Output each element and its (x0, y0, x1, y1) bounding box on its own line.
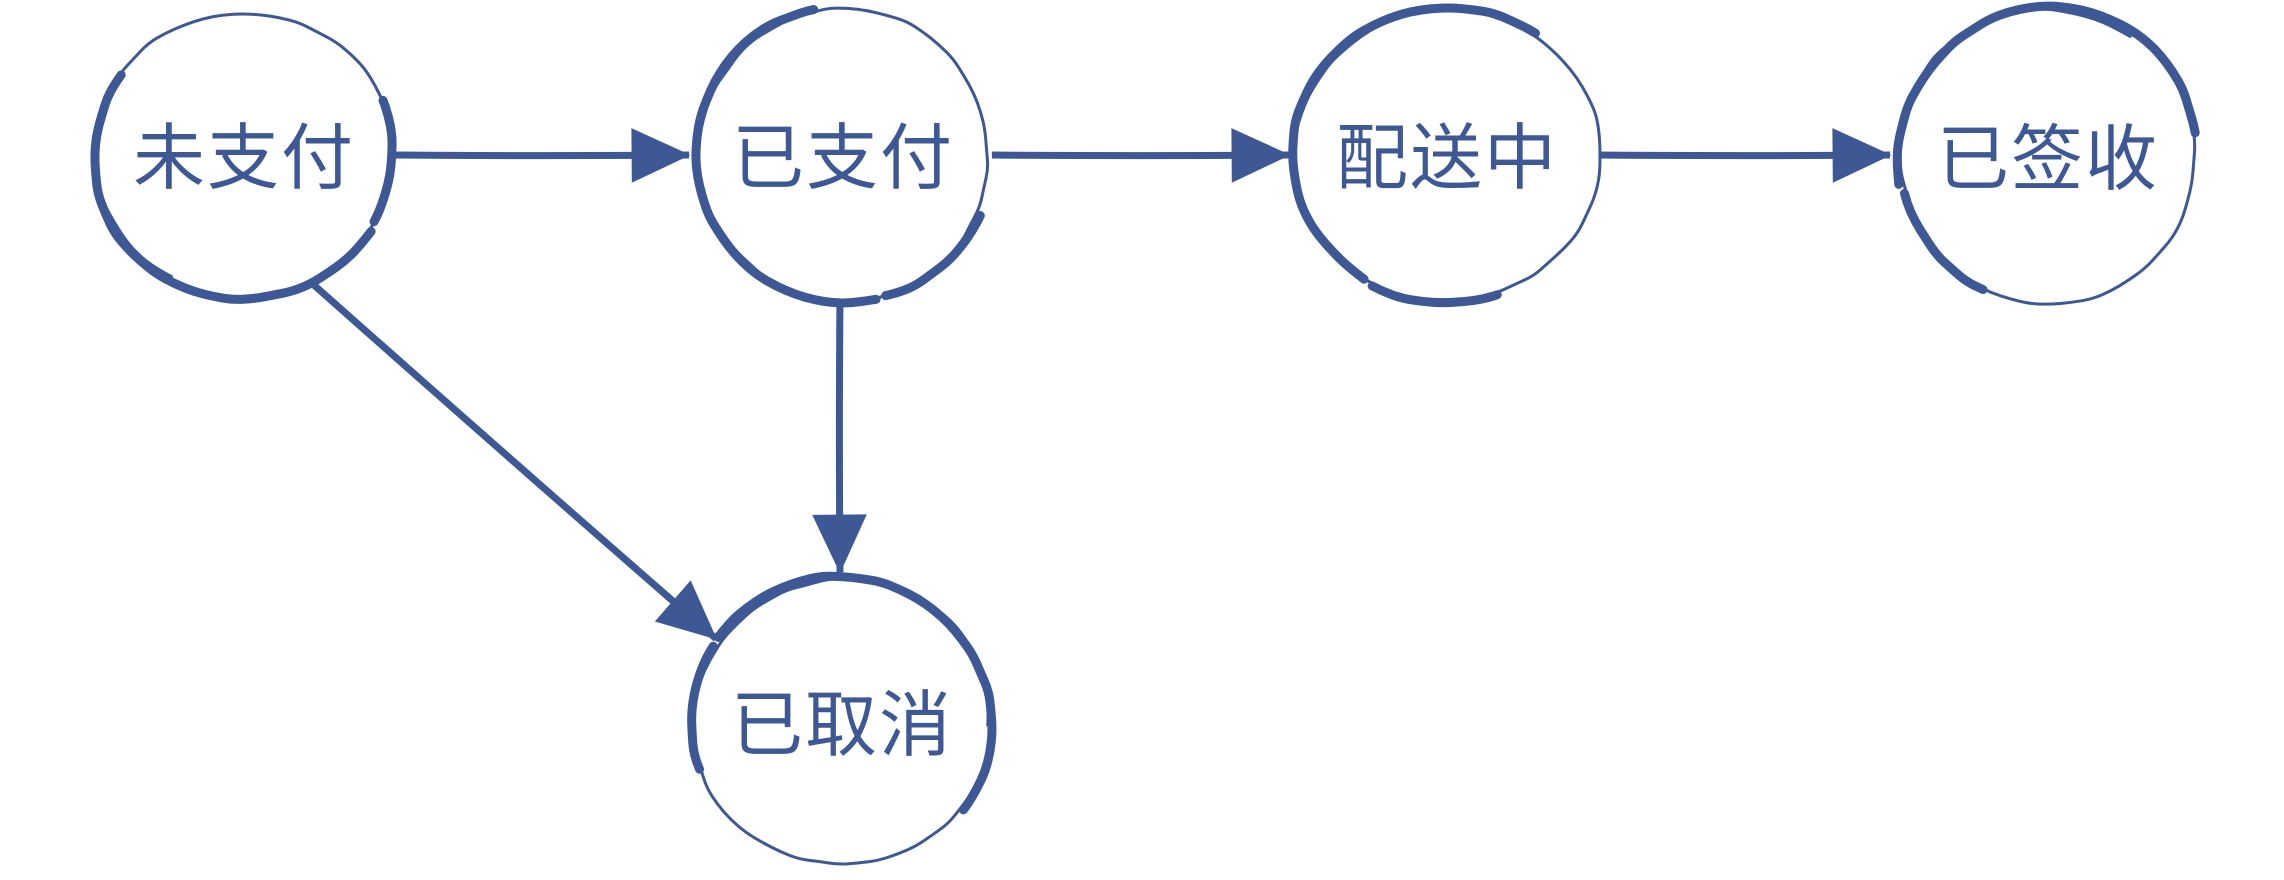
node-outline-heavy (90, 4, 397, 304)
node-label-received: 已签收 (1937, 117, 2159, 201)
node-cancelled[interactable]: 已取消 (687, 571, 997, 871)
edge-line (1595, 128, 1892, 183)
node-fill (1294, 5, 1600, 305)
node-fill (95, 9, 393, 301)
node-outline-heavy (1892, 1, 2202, 311)
edge-line (988, 128, 1291, 183)
node-fill (693, 576, 991, 868)
node-fill (1897, 8, 2199, 304)
edge-paid-to-cancelled (812, 293, 867, 574)
edge-line (812, 293, 867, 574)
node-outline-heavy (687, 571, 997, 871)
node-fill (694, 9, 992, 301)
edges-layer (303, 128, 1892, 642)
node-outline-heavy (1288, 3, 1607, 308)
edge-unpaid-to-paid (391, 128, 691, 183)
node-shipping[interactable]: 配送中 (1288, 3, 1607, 308)
edge-paid-to-shipping (988, 128, 1291, 183)
node-label-unpaid: 未支付 (133, 116, 355, 200)
edge-shipping-to-received (1595, 128, 1892, 183)
edge-unpaid-to-cancelled (303, 275, 719, 642)
node-label-paid: 已支付 (732, 116, 954, 200)
node-paid[interactable]: 已支付 (691, 3, 997, 308)
edge-line (303, 275, 719, 642)
node-label-shipping: 配送中 (1336, 116, 1558, 200)
node-received[interactable]: 已签收 (1892, 1, 2202, 311)
node-label-cancelled: 已取消 (731, 683, 953, 767)
edge-line (391, 128, 691, 183)
node-unpaid[interactable]: 未支付 (90, 4, 397, 304)
node-outline-heavy (691, 3, 997, 308)
